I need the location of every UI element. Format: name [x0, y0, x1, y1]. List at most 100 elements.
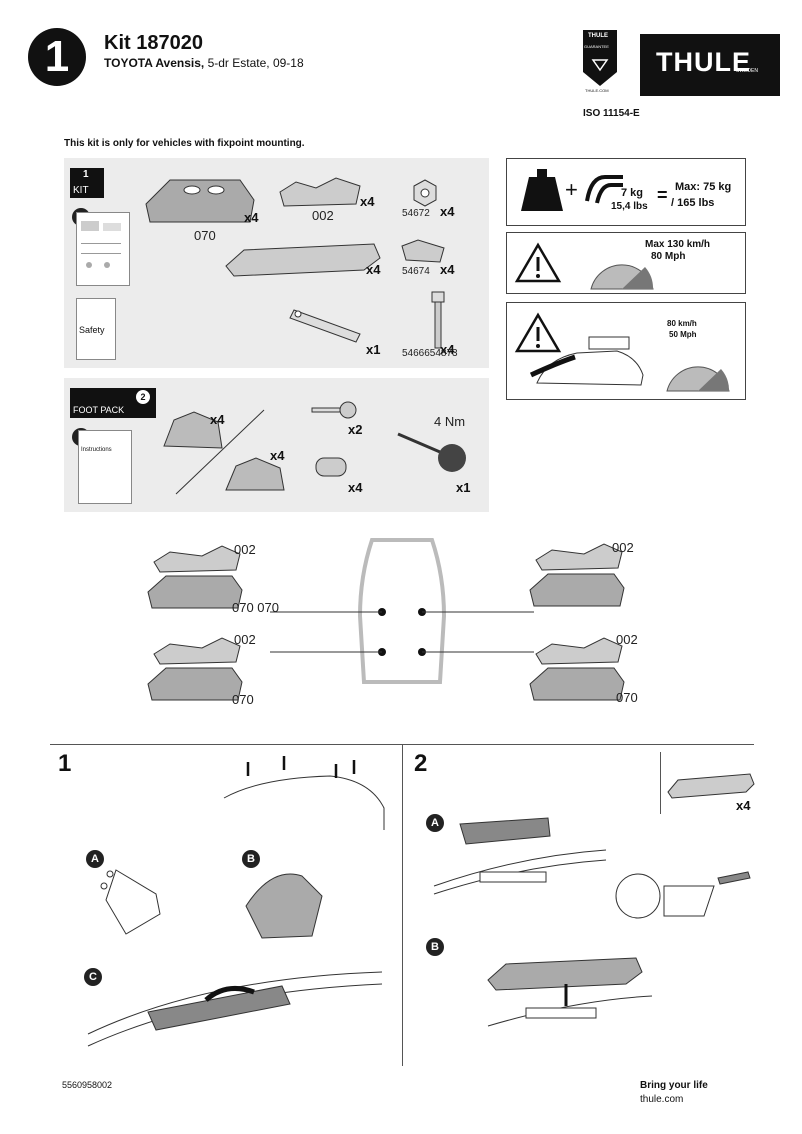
- item-54674-qty: x4: [440, 262, 455, 277]
- front-right-foot-assembly: [529, 543, 625, 607]
- iso-standard: ISO 11154-E: [583, 108, 640, 119]
- vehicle-model: TOYOTA Avensis,: [104, 56, 205, 70]
- foot-pack-badge-number: 2: [136, 390, 150, 404]
- kit-badge-number: 1: [83, 169, 89, 180]
- max-load-lbs: / 165 lbs: [671, 197, 715, 209]
- foot-070-illustration: [145, 179, 255, 223]
- rear-left-foot-code: 070: [232, 692, 254, 707]
- item-54672-code: 54672: [402, 208, 430, 219]
- foot-instructions-label: Instructions: [81, 447, 112, 453]
- bars-weight-kg: 7 kg: [621, 187, 644, 199]
- guarantee-shield-icon: [583, 30, 617, 86]
- foot-divider-line: [175, 409, 265, 495]
- guarantee-badge-url: THULE.COM: [585, 88, 609, 93]
- foot-pack-panel: 2 FOOT PACK 2 Instructions x4 x4 x2 x4 4…: [64, 378, 489, 512]
- item-002-code: 002: [312, 208, 334, 223]
- kit-instruction-booklet: [76, 212, 130, 286]
- glovebox-storage-illustration: [615, 871, 751, 919]
- foot-type-2-qty: x4: [270, 448, 285, 463]
- fixpoint-notice: This kit is only for vehicles with fixpo…: [64, 138, 305, 149]
- rear-right-bracket-code: 002: [616, 632, 638, 647]
- cover-installation-illustration: [487, 957, 653, 1027]
- torque-tool-qty: x1: [456, 480, 471, 495]
- load-speed-mph: 50 Mph: [669, 330, 697, 339]
- speed-max-kmh: Max 130 km/h: [645, 239, 711, 250]
- bars-weight-lbs: 15,4 lbs: [611, 201, 648, 212]
- foot-instruction-booklet: Instructions: [78, 430, 132, 504]
- key-illustration: [311, 401, 357, 419]
- bracket-002-illustration: [279, 177, 361, 207]
- lock-cylinder-illustration: [315, 457, 347, 477]
- foot-type-1-qty: x4: [210, 412, 225, 427]
- thule-tagline: Bring your life: [640, 1080, 708, 1091]
- torque-tool-illustration: [397, 432, 466, 472]
- guarantee-badge-mid: GUARANTEE: [584, 44, 609, 49]
- step-1a-label: A: [86, 850, 104, 868]
- lever-tool-illustration: [289, 309, 361, 343]
- item-cover-qty: x4: [366, 262, 381, 277]
- steps-middle-divider: [402, 744, 403, 1066]
- load-info-box: + 7 kg 15,4 lbs = Max: 75 kg / 165 lbs: [506, 158, 746, 226]
- car-with-load-icon: [529, 336, 644, 386]
- rear-left-foot-assembly: [147, 637, 243, 701]
- max-load-kg: Max: 75 kg: [675, 181, 732, 193]
- cover-strip-illustration: [225, 243, 381, 277]
- cleaning-spray-illustration: [100, 869, 161, 935]
- front-right-bracket-code: 002: [612, 540, 634, 555]
- roof-bars-icon: [585, 175, 623, 204]
- thule-logo: THULE SWEDEN: [640, 34, 780, 96]
- pad-placement-illustration: [87, 971, 383, 1047]
- item-bolt-code: 5466654873: [402, 348, 458, 359]
- step-1c-label: C: [84, 968, 102, 986]
- kit-contents-panel: 1 KIT 1 Safety x4 070 x4 002 x4 54672: [64, 158, 489, 368]
- booklet-diagram-icon: [81, 221, 121, 268]
- step-2b-label: B: [426, 938, 444, 956]
- torque-value: 4 Nm: [434, 414, 466, 429]
- equals-sign: =: [657, 185, 668, 205]
- load-speed-info-box: 80 km/h 50 Mph: [506, 302, 746, 400]
- step-1-number: 1: [58, 750, 72, 777]
- kit-badge-label: KIT: [73, 185, 89, 196]
- kit-badge: 1 KIT: [70, 168, 104, 198]
- clamp-54674-illustration: [401, 239, 445, 263]
- foot-pack-badge-label: FOOT PACK: [73, 405, 125, 415]
- guarantee-badge: THULE GUARANTEE THULE.COM: [583, 30, 617, 93]
- speedometer-icon: [590, 264, 654, 290]
- speed-info-box: Max 130 km/h 80 Mph: [506, 232, 746, 294]
- front-left-foot-assembly: [147, 545, 243, 609]
- thule-logo-text: THULE: [656, 47, 751, 77]
- thule-website: thule.com: [640, 1094, 684, 1105]
- lock-qty: x4: [348, 480, 363, 495]
- warning-triangle-icon: [514, 242, 562, 283]
- rear-right-foot-assembly: [529, 637, 625, 701]
- roof-press-illustration: [223, 756, 385, 830]
- vehicle-subtitle: TOYOTA Avensis, 5-dr Estate, 09-18: [104, 56, 304, 70]
- document-code: 5560958002: [62, 1080, 113, 1090]
- front-left-bracket-code: 002: [234, 542, 256, 557]
- item-070-code: 070: [194, 228, 216, 243]
- item-bolt-qty: x4: [440, 342, 455, 357]
- step-number-badge: 1: [28, 28, 86, 86]
- item-54672-qty: x4: [440, 204, 455, 219]
- front-left-foot-code: 070 070: [232, 600, 279, 615]
- kit-title: Kit 187020: [104, 32, 203, 54]
- rear-right-foot-code: 070: [616, 690, 638, 705]
- step-2-qty: x4: [736, 798, 751, 813]
- speed-max-mph: 80 Mph: [651, 251, 686, 262]
- foot-pack-badge: 2 FOOT PACK: [70, 388, 156, 418]
- speedometer-icon: [666, 366, 730, 392]
- plus-sign: +: [565, 177, 578, 202]
- item-002-qty: x4: [360, 194, 375, 209]
- wiping-cloth-illustration: [245, 873, 323, 939]
- guarantee-badge-top: THULE: [588, 33, 608, 39]
- cover-removal-illustration: [433, 817, 607, 895]
- foot-type-1-illustration: [163, 411, 223, 449]
- warning-triangle-icon: [514, 312, 562, 353]
- step-1b-label: B: [242, 850, 260, 868]
- bolt-illustration: [431, 291, 445, 349]
- vehicle-details: 5-dr Estate, 09-18: [204, 56, 304, 70]
- key-qty: x2: [348, 422, 363, 437]
- nut-54672-illustration: [413, 179, 437, 207]
- item-lever-qty: x1: [366, 342, 381, 357]
